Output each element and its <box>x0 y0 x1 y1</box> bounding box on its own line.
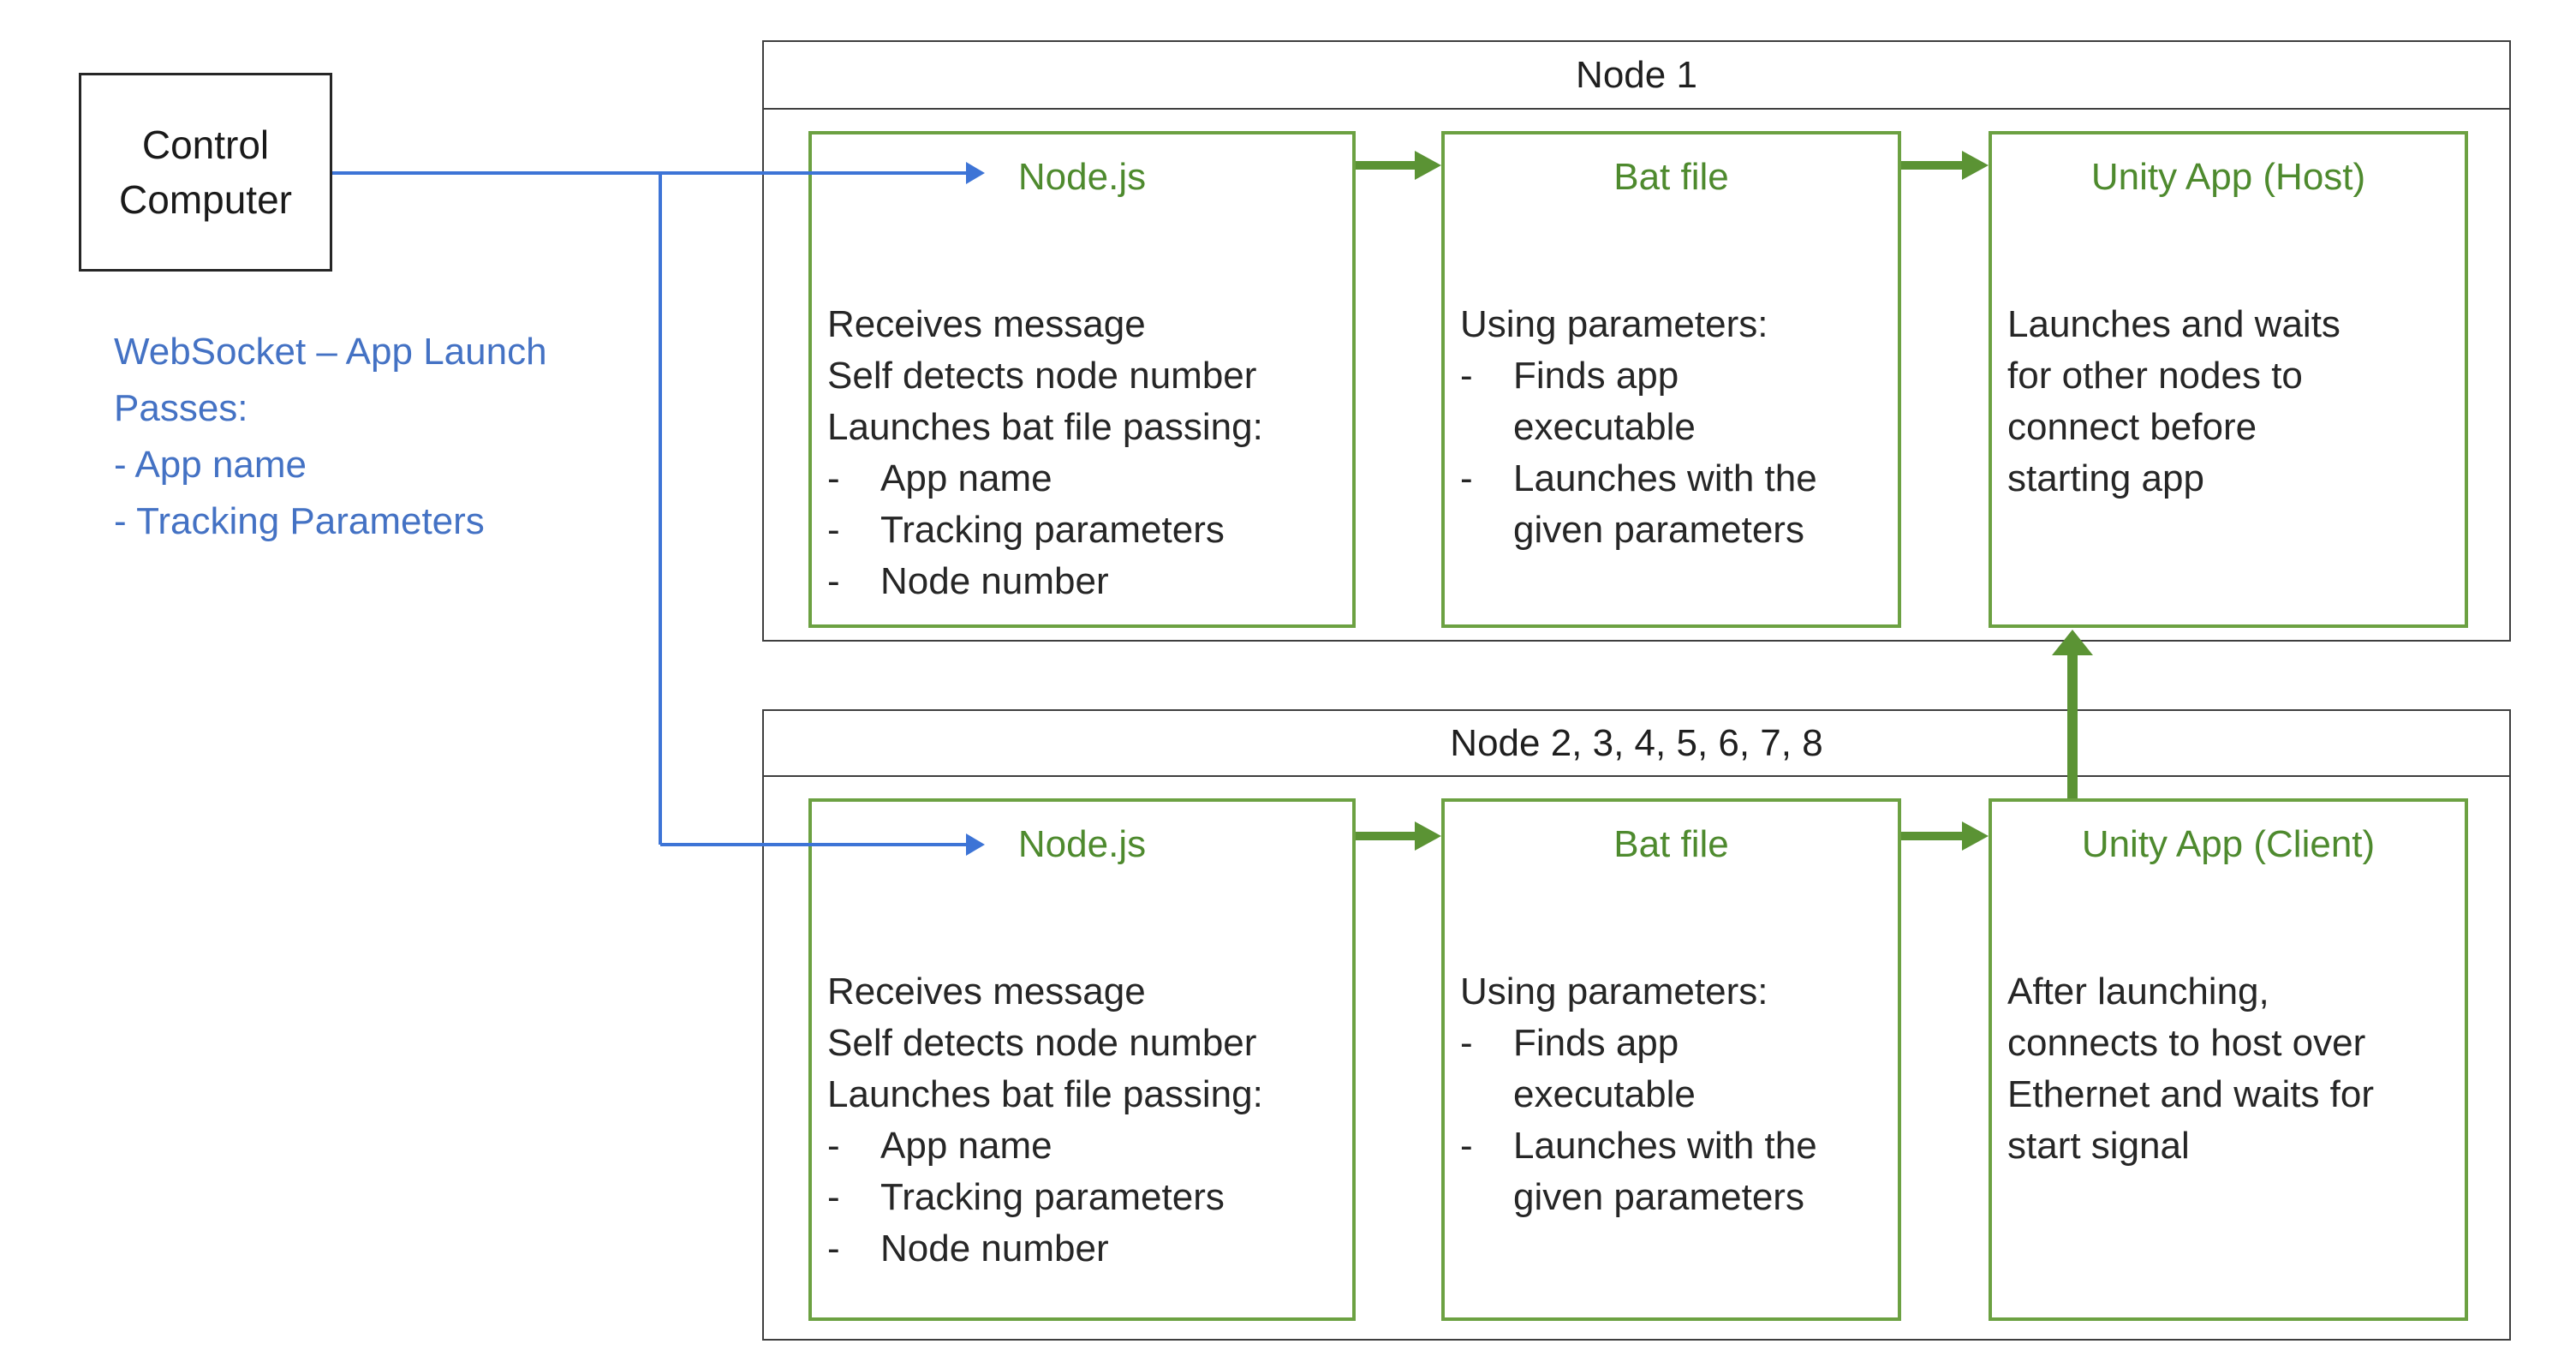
green-arrow-node1-batfile-to-unity <box>1901 151 1989 180</box>
bullet-dash: - <box>827 457 840 499</box>
node1-unity-host-line2: for other nodes to <box>2007 355 2303 397</box>
node2-unity-client-box: Unity App (Client) After launching, conn… <box>1989 798 2468 1321</box>
blue-connector-vertical <box>659 171 662 845</box>
node1-batfile-bullet1-line2: executable <box>1513 406 1696 448</box>
node2-batfile-line1: Using parameters: <box>1460 971 1768 1012</box>
blue-arrow-shaft <box>660 843 968 846</box>
blue-arrow-control-to-node2-nodejs <box>660 833 985 857</box>
bullet-dash: - <box>827 560 840 602</box>
node1-nodejs-box: Node.js Receives message Self detects no… <box>808 131 1356 628</box>
node2-nodejs-line3: Launches bat file passing: <box>827 1073 1263 1115</box>
green-arrowhead-icon <box>1415 151 1441 180</box>
node2-unity-client-line1: After launching, <box>2007 971 2269 1012</box>
node2-unity-client-line2: connects to host over <box>2007 1022 2366 1064</box>
node2-unity-client-title: Unity App (Client) <box>2081 823 2376 865</box>
node2-nodejs-bullet3: - Node number <box>827 1223 1340 1275</box>
control-computer-box: Control Computer <box>79 73 332 272</box>
node1-nodejs-bullet3-text: Node number <box>880 560 1109 602</box>
bullet-dash: - <box>1460 457 1473 499</box>
node1-batfile-bullet2: - Launches with the given parameters <box>1460 453 1886 556</box>
green-arrow-shaft <box>1356 832 1416 840</box>
node2-nodejs-bullet2-text: Tracking parameters <box>880 1176 1225 1218</box>
node1-nodejs-title: Node.js <box>1017 156 1147 198</box>
control-computer-label-line1: Control <box>141 122 270 167</box>
node1-nodejs-bullet3: - Node number <box>827 556 1340 607</box>
node1-unity-host-line1: Launches and waits <box>2007 303 2340 345</box>
node1-nodejs-line3: Launches bat file passing: <box>827 406 1263 448</box>
green-arrow-shaft <box>1901 832 1964 840</box>
node2-nodejs-line1: Receives message <box>827 971 1146 1012</box>
green-arrowhead-icon <box>1415 821 1441 851</box>
node2-header: Node 2, 3, 4, 5, 6, 7, 8 <box>764 711 2509 777</box>
node2-nodejs-line2: Self detects node number <box>827 1022 1257 1064</box>
green-arrowhead-icon <box>1962 821 1989 851</box>
node1-nodejs-line1: Receives message <box>827 303 1146 345</box>
node1-nodejs-line2: Self detects node number <box>827 355 1257 397</box>
node1-header: Node 1 <box>764 42 2509 110</box>
blue-arrowhead-icon <box>966 162 985 184</box>
green-arrow-shaft <box>2067 652 2078 798</box>
node2-batfile-box: Bat file Using parameters: - Finds app e… <box>1441 798 1901 1321</box>
websocket-note-line2: Passes: <box>114 387 248 429</box>
node1-batfile-bullet1: - Finds app executable <box>1460 350 1886 453</box>
websocket-note-line3: - App name <box>114 444 307 486</box>
node2-nodejs-title: Node.js <box>1017 823 1147 865</box>
blue-arrowhead-icon <box>966 833 985 856</box>
node2-nodejs-bullet2: - Tracking parameters <box>827 1172 1340 1223</box>
node1-nodejs-bullet2-text: Tracking parameters <box>880 509 1225 551</box>
node1-unity-host-box: Unity App (Host) Launches and waits for … <box>1989 131 2468 628</box>
blue-arrow-control-to-node1-nodejs <box>332 161 985 185</box>
node1-nodejs-bullet1-text: App name <box>880 457 1052 499</box>
node2-nodejs-bullet1-text: App name <box>880 1125 1052 1167</box>
node2-batfile-bullet1-line2: executable <box>1513 1073 1696 1115</box>
node2-unity-client-line4: start signal <box>2007 1125 2190 1167</box>
bullet-dash: - <box>827 509 840 551</box>
bullet-dash: - <box>1460 355 1473 397</box>
bullet-dash: - <box>1460 1022 1473 1064</box>
node2-batfile-bullet2-line2: given parameters <box>1513 1176 1804 1218</box>
green-arrowhead-icon <box>1962 151 1989 180</box>
node2-batfile-bullet1-line1: Finds app <box>1513 1022 1679 1064</box>
node2-unity-client-line3: Ethernet and waits for <box>2007 1073 2375 1115</box>
websocket-note-line4: - Tracking Parameters <box>114 500 485 542</box>
bullet-dash: - <box>827 1228 840 1269</box>
node2-batfile-title: Bat file <box>1613 823 1729 865</box>
node1-unity-host-line4: starting app <box>2007 457 2204 499</box>
node1-unity-host-line3: connect before <box>2007 406 2257 448</box>
green-arrow-shaft <box>1356 161 1416 170</box>
node1-batfile-line1: Using parameters: <box>1460 303 1768 345</box>
node1-batfile-bullet2-line2: given parameters <box>1513 509 1804 551</box>
green-arrow-shaft <box>1901 161 1964 170</box>
node1-batfile-title: Bat file <box>1613 156 1729 198</box>
green-arrow-client-to-host <box>2052 630 2093 798</box>
control-computer-label-line2: Computer <box>119 177 292 222</box>
node1-batfile-box: Bat file Using parameters: - Finds app e… <box>1441 131 1901 628</box>
green-arrow-node1-nodejs-to-batfile <box>1356 151 1441 180</box>
node1-nodejs-bullet2: - Tracking parameters <box>827 505 1340 556</box>
node2-nodejs-bullet1: - App name <box>827 1120 1340 1172</box>
node2-batfile-bullet2-line1: Launches with the <box>1513 1125 1817 1167</box>
green-arrow-node2-batfile-to-unity <box>1901 821 1989 851</box>
node1-batfile-bullet2-line1: Launches with the <box>1513 457 1817 499</box>
green-arrow-node2-nodejs-to-batfile <box>1356 821 1441 851</box>
node2-batfile-bullet1: - Finds app executable <box>1460 1018 1886 1120</box>
node1-unity-host-title: Unity App (Host) <box>2090 156 2366 198</box>
node2-batfile-bullet2: - Launches with the given parameters <box>1460 1120 1886 1223</box>
blue-arrow-shaft <box>332 171 968 175</box>
node1-nodejs-bullet1: - App name <box>827 453 1340 505</box>
websocket-note-line1: WebSocket – App Launch <box>114 331 547 373</box>
bullet-dash: - <box>1460 1125 1473 1167</box>
bullet-dash: - <box>827 1176 840 1218</box>
node1-batfile-bullet1-line1: Finds app <box>1513 355 1679 397</box>
node2-nodejs-box: Node.js Receives message Self detects no… <box>808 798 1356 1321</box>
bullet-dash: - <box>827 1125 840 1167</box>
green-arrowhead-up-icon <box>2052 630 2093 655</box>
websocket-note: WebSocket – App Launch Passes: - App nam… <box>114 324 547 550</box>
node2-nodejs-bullet3-text: Node number <box>880 1228 1109 1269</box>
